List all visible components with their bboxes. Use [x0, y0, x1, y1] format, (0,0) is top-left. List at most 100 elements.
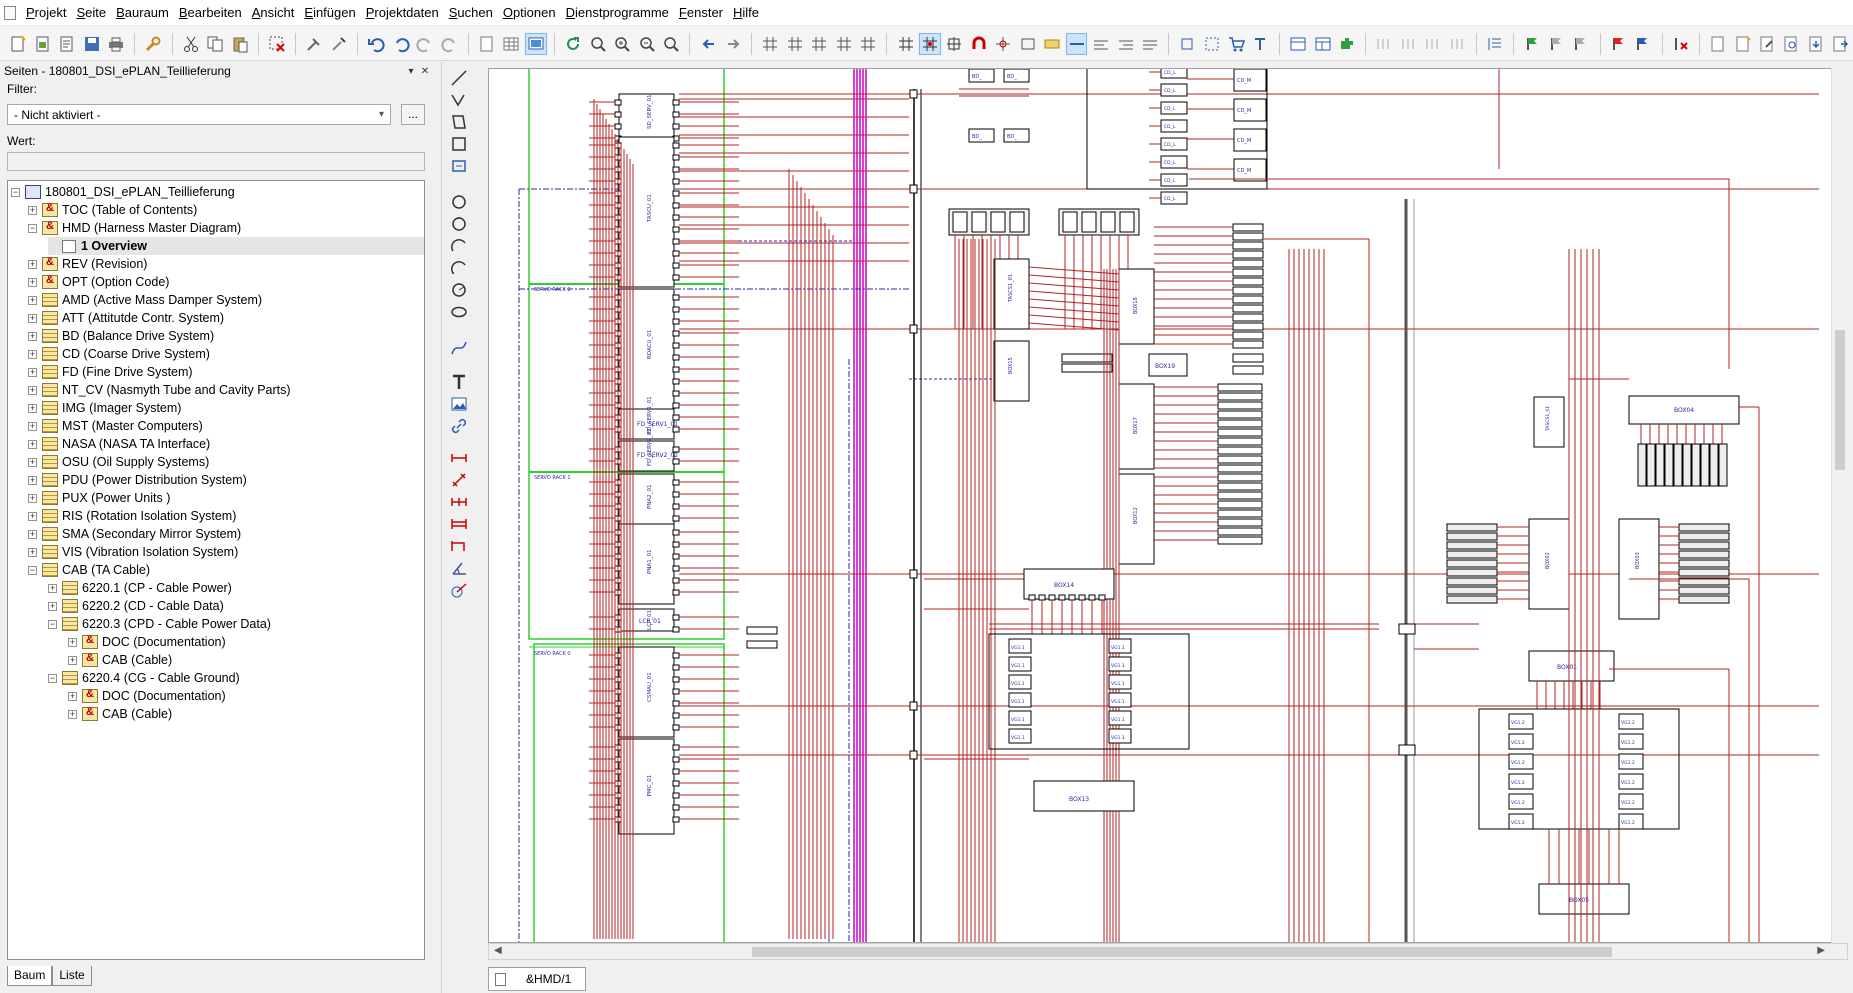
collapse-icon[interactable]: −: [11, 186, 20, 197]
report-a-icon[interactable]: [1287, 33, 1308, 55]
hatch-a-icon[interactable]: [1090, 33, 1111, 55]
horizontal-scrollbar[interactable]: ◀ ▶: [488, 943, 1848, 960]
circle-tool-icon[interactable]: [449, 192, 469, 212]
page-tab[interactable]: &HMD/1: [488, 967, 587, 991]
back-arrow-icon[interactable]: [698, 33, 719, 55]
remove-flag-icon[interactable]: [1670, 33, 1691, 55]
tree-item[interactable]: −HMD (Harness Master Diagram): [28, 219, 241, 237]
dimension-chain-icon[interactable]: [449, 492, 469, 512]
menu-optionen[interactable]: Optionen: [502, 4, 556, 20]
red-flag-icon[interactable]: [1608, 33, 1629, 55]
dimension-aligned-icon[interactable]: [449, 470, 469, 490]
forward-arrow-icon[interactable]: [722, 33, 743, 55]
collapse-icon[interactable]: −: [28, 564, 37, 575]
expand-icon[interactable]: +: [28, 492, 37, 503]
report-b-icon[interactable]: [1312, 33, 1333, 55]
expand-icon[interactable]: +: [68, 690, 77, 701]
tree-item[interactable]: +MST (Master Computers): [28, 417, 203, 435]
tree-item[interactable]: +SMA (Secondary Mirror System): [28, 525, 241, 543]
tree-item[interactable]: +PUX (Power Units ): [28, 489, 170, 507]
symbol-icon[interactable]: [1017, 33, 1038, 55]
grid-c-icon[interactable]: [809, 33, 830, 55]
ellipse-tool-icon[interactable]: [449, 302, 469, 322]
menu-bauraum[interactable]: Bauraum: [116, 4, 169, 20]
flag-c-icon[interactable]: [1571, 33, 1592, 55]
expand-icon[interactable]: +: [28, 366, 37, 377]
tree-item[interactable]: +BD (Balance Drive System): [28, 327, 214, 345]
expand-icon[interactable]: +: [68, 636, 77, 647]
tree-item[interactable]: +CAB (Cable): [68, 705, 172, 723]
table-icon[interactable]: [501, 33, 522, 55]
undo-list-icon[interactable]: [390, 33, 411, 55]
circle-3p-tool-icon[interactable]: [449, 214, 469, 234]
flag-run-icon[interactable]: [1633, 33, 1654, 55]
text-tool-icon[interactable]: [449, 372, 469, 392]
wert-input[interactable]: [7, 152, 425, 171]
undo-icon[interactable]: [366, 33, 387, 55]
hatch-b-icon[interactable]: [1115, 33, 1136, 55]
pin-icon[interactable]: ▾: [408, 65, 414, 77]
page-properties-icon[interactable]: [476, 33, 497, 55]
hatch-c-icon[interactable]: [1139, 33, 1160, 55]
tree-item[interactable]: 1 Overview: [48, 237, 424, 255]
tree-item[interactable]: +PDU (Power Distribution System): [28, 471, 247, 489]
tree-item[interactable]: +CD (Coarse Drive System): [28, 345, 210, 363]
grid-b-icon[interactable]: [784, 33, 805, 55]
collapse-icon[interactable]: −: [48, 618, 57, 629]
frame-tool-icon[interactable]: [449, 156, 469, 176]
zoom-out-icon[interactable]: [636, 33, 657, 55]
menu-hilfe[interactable]: Hilfe: [733, 4, 760, 20]
redo-icon[interactable]: [414, 33, 435, 55]
arc-3p-tool-icon[interactable]: [449, 258, 469, 278]
plugin-puzzle-icon[interactable]: [1336, 33, 1357, 55]
connector-icon[interactable]: [993, 33, 1014, 55]
tree-item[interactable]: −6220.3 (CPD - Cable Power Data): [48, 615, 271, 633]
menu-dienstprogramme[interactable]: Dienstprogramme: [565, 4, 669, 20]
vertical-scroll-thumb[interactable]: [1835, 330, 1845, 470]
expand-icon[interactable]: +: [68, 654, 77, 665]
arc-tool-icon[interactable]: [449, 236, 469, 256]
expand-icon[interactable]: +: [68, 708, 77, 719]
graphical-editor-icon[interactable]: [525, 32, 547, 55]
open-project-icon[interactable]: [32, 33, 53, 55]
expand-icon[interactable]: +: [28, 258, 37, 269]
collapse-icon[interactable]: −: [48, 672, 57, 683]
rectangle-tool-icon[interactable]: [449, 134, 469, 154]
snap-grid-icon[interactable]: [919, 32, 941, 55]
expand-icon[interactable]: +: [48, 582, 57, 593]
tree-item[interactable]: +IMG (Imager System): [28, 399, 181, 417]
label-icon[interactable]: [1042, 33, 1063, 55]
tree-item[interactable]: +6220.2 (CD - Cable Data): [48, 597, 224, 615]
number-d-icon[interactable]: [1447, 33, 1468, 55]
collapse-icon[interactable]: −: [28, 222, 37, 233]
tree-item[interactable]: +6220.1 (CP - Cable Power): [48, 579, 232, 597]
tree-item[interactable]: +DOC (Documentation): [68, 687, 226, 705]
sector-tool-icon[interactable]: [449, 280, 469, 300]
scroll-right-icon[interactable]: ▶: [1817, 945, 1825, 956]
expand-icon[interactable]: +: [28, 276, 37, 287]
hyperlink-tool-icon[interactable]: [449, 416, 469, 436]
delete-selection-icon[interactable]: [266, 33, 287, 55]
refresh-icon[interactable]: [563, 33, 584, 55]
tree-item[interactable]: −6220.4 (CG - Cable Ground): [48, 669, 240, 687]
expand-icon[interactable]: +: [28, 204, 37, 215]
dimension-base-icon[interactable]: [449, 514, 469, 534]
dimension-radius-icon[interactable]: [449, 580, 469, 600]
filter-more-button[interactable]: ...: [401, 104, 425, 125]
tab-baum[interactable]: Baum: [7, 966, 53, 986]
grid-e-icon[interactable]: [857, 33, 878, 55]
tree-item[interactable]: +RIS (Rotation Isolation System): [28, 507, 236, 525]
tree-item[interactable]: +DOC (Documentation): [68, 633, 226, 651]
expand-icon[interactable]: +: [28, 474, 37, 485]
paste-icon[interactable]: [229, 33, 250, 55]
tree-item[interactable]: +VIS (Vibration Isolation System): [28, 543, 238, 561]
doc-export-icon[interactable]: [1830, 33, 1851, 55]
tree-item[interactable]: +ATT (Attitutde Contr. System): [28, 309, 224, 327]
tree-item[interactable]: +TOC (Table of Contents): [28, 201, 197, 219]
tree-root[interactable]: − 180801_DSI_ePLAN_Teillieferung: [11, 183, 235, 201]
tab-liste[interactable]: Liste: [52, 966, 92, 986]
doc-search-icon[interactable]: [1781, 33, 1802, 55]
tree-item[interactable]: +CAB (Cable): [68, 651, 172, 669]
doc-a-icon[interactable]: [1707, 33, 1728, 55]
grid-d-icon[interactable]: [833, 33, 854, 55]
